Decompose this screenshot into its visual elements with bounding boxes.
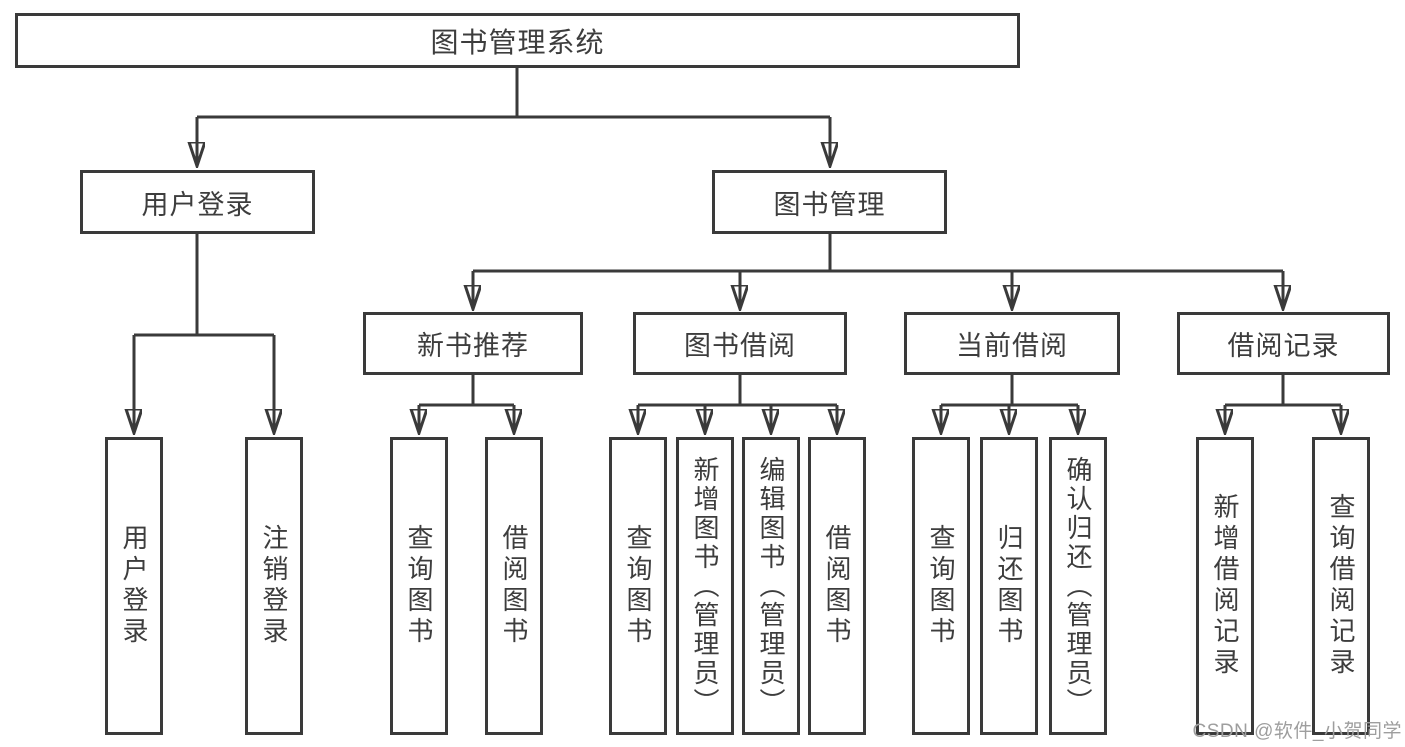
connector-book-borrow (638, 375, 837, 433)
node-new-book-recommend: 新书推荐 (363, 312, 583, 375)
leaf-logout: 注销登录 (245, 437, 303, 735)
node-current-borrow: 当前借阅 (904, 312, 1120, 375)
node-book-management: 图书管理 (712, 170, 947, 234)
leaf-user-login: 用户登录 (105, 437, 163, 735)
node-book-borrow: 图书借阅 (633, 312, 847, 375)
connector-current-borrow (941, 375, 1078, 433)
node-borrow-record: 借阅记录 (1177, 312, 1390, 375)
leaf-query-borrow-record: 查询借阅记录 (1312, 437, 1370, 735)
leaf-add-borrow-record: 新增借阅记录 (1196, 437, 1254, 735)
leaf-query-book-2: 查询图书 (609, 437, 667, 735)
connector-book-management (473, 234, 1283, 309)
node-user-login: 用户登录 (80, 170, 315, 234)
leaf-query-book-1: 查询图书 (390, 437, 448, 735)
connector-new-book (419, 375, 514, 433)
leaf-add-book-admin: 新增图书（管理员） (676, 437, 734, 735)
connector-borrow-record (1225, 375, 1341, 433)
leaf-query-book-3: 查询图书 (912, 437, 970, 735)
csdn-watermark: CSDN @软件_小贺同学 (1192, 721, 1402, 742)
node-library-system-root: 图书管理系统 (15, 13, 1020, 68)
leaf-confirm-return-admin: 确认归还（管理员） (1049, 437, 1107, 735)
leaf-borrow-book-2: 借阅图书 (808, 437, 866, 735)
connector-root (197, 68, 830, 166)
connector-user-login (134, 234, 274, 433)
leaf-return-book: 归还图书 (980, 437, 1038, 735)
leaf-borrow-book-1: 借阅图书 (485, 437, 543, 735)
leaf-edit-book-admin: 编辑图书（管理员） (742, 437, 800, 735)
